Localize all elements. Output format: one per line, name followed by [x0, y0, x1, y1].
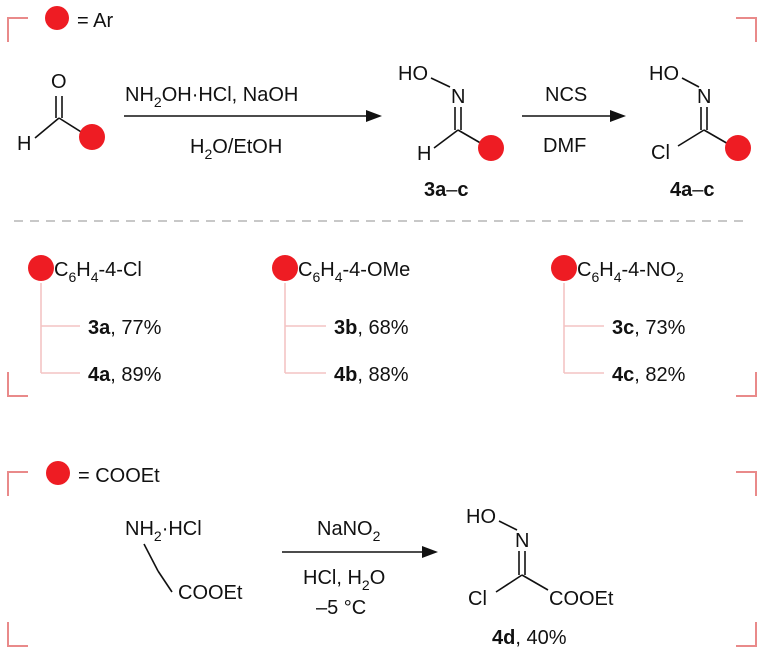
oxime-n: N: [451, 86, 465, 108]
aldehyde-o: O: [51, 71, 67, 93]
substituent-table: C6H4-4-Cl 3a, 77% 4a, 89% C6H4-4-OMe 3b,…: [7, 255, 757, 397]
oxime-ar-dot: [478, 135, 504, 161]
substituent-column-2: C6H4-4-OMe 3b, 68% 4b, 88%: [272, 255, 410, 386]
oxime-h: H: [417, 143, 431, 165]
yield-row-4a: 4a, 89%: [88, 364, 162, 386]
yield-row-4c: 4c, 82%: [612, 364, 686, 386]
step1-arrow: NH2OH·HCl, NaOH H2O/EtOH: [124, 84, 382, 162]
bracket-middle-left: [7, 372, 28, 397]
substituent-column-3: C6H4-4-NO2 3c, 73% 4c, 82%: [551, 255, 686, 386]
bracket-bottom-bottom-right: [736, 622, 757, 647]
glycine-ester-line: COOEt: [178, 582, 243, 604]
step2-reagent: NCS: [545, 84, 587, 106]
legend-dot-cooet: [46, 461, 70, 485]
chloride-ar-dot: [725, 135, 751, 161]
bracket-top-left: [7, 17, 28, 42]
chloride-cl: Cl: [651, 142, 670, 164]
aldehyde-h: H: [17, 133, 31, 155]
oxime-structure: HO N H 3a–c: [398, 63, 504, 201]
product-4d-structure: HO N Cl COOEt 4d, 40%: [466, 506, 614, 649]
product-ho: HO: [466, 506, 496, 528]
chloride-compound-code: 4a–c: [670, 179, 715, 201]
product-n: N: [515, 530, 529, 552]
substituent-formula-2: C6H4-4-OMe: [298, 259, 410, 285]
glycine-amine-line: NH2·HCl: [125, 518, 202, 544]
step2-arrow: NCS DMF: [522, 84, 626, 157]
substituent-column-1: C6H4-4-Cl 3a, 77% 4a, 89%: [28, 255, 162, 386]
yield-row-3b: 3b, 68%: [334, 317, 409, 339]
chloride-structure: HO N Cl 4a–c: [649, 63, 751, 201]
legend-dot-ar: [45, 6, 69, 30]
product-cooet: COOEt: [549, 588, 614, 610]
step1-reagents: NH2OH·HCl, NaOH: [125, 84, 298, 110]
step3-reagent: NaNO2: [317, 518, 381, 544]
step3-temperature: –5 °C: [316, 597, 366, 619]
step2-solvent: DMF: [543, 135, 586, 157]
substituent-dot-1: [28, 255, 54, 281]
legend-cooet-label: = COOEt: [78, 465, 160, 487]
product-code-yield: 4d, 40%: [492, 627, 567, 649]
bracket-bottom-top-left: [7, 471, 28, 496]
substituent-dot-2: [272, 255, 298, 281]
bracket-bottom-top-right: [736, 471, 757, 496]
aldehyde-ar-dot: [79, 124, 105, 150]
bracket-middle-right: [736, 372, 757, 397]
bottom-panel: = COOEt NH2·HCl COOEt NaNO2 HCl, H2O –5 …: [7, 461, 757, 649]
substituent-formula-1: C6H4-4-Cl: [54, 259, 142, 285]
yield-row-3a: 3a, 77%: [88, 317, 162, 339]
product-cl: Cl: [468, 588, 487, 610]
step3-solvent: HCl, H2O: [303, 567, 385, 593]
chloride-n: N: [697, 86, 711, 108]
substituent-dot-3: [551, 255, 577, 281]
yield-row-4b: 4b, 88%: [334, 364, 409, 386]
bracket-bottom-bottom-left: [7, 622, 28, 647]
substituent-formula-3: C6H4-4-NO2: [577, 259, 684, 285]
legend-ar-label: = Ar: [77, 10, 113, 32]
glycine-ester-structure: NH2·HCl COOEt: [125, 518, 243, 604]
step3-arrow: NaNO2 HCl, H2O –5 °C: [282, 518, 438, 619]
top-panel: = Ar O H NH2OH·HCl, NaOH H2O/EtOH HO N H: [7, 6, 757, 222]
yield-row-3c: 3c, 73%: [612, 317, 686, 339]
bracket-top-right: [736, 17, 757, 42]
aldehyde-structure: O H: [17, 71, 105, 155]
chloride-ho: HO: [649, 63, 679, 85]
oxime-ho: HO: [398, 63, 428, 85]
oxime-compound-code: 3a–c: [424, 179, 469, 201]
step1-solvent: H2O/EtOH: [190, 136, 282, 162]
